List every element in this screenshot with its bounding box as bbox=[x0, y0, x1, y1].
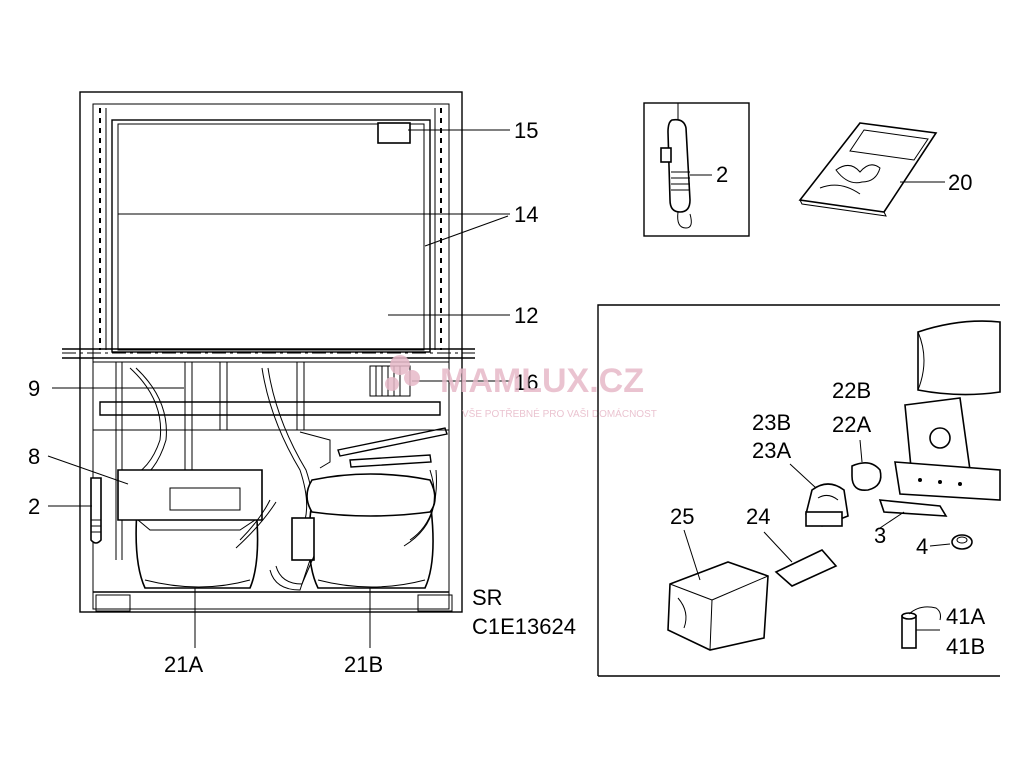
label-2-left: 2 bbox=[28, 494, 40, 519]
label-23b: 23B bbox=[752, 410, 791, 435]
inset-thermostat bbox=[643, 102, 750, 237]
label-8: 8 bbox=[28, 444, 40, 469]
watermark-brand: MAMLUX.CZ bbox=[440, 362, 644, 400]
label-2-inset: 2 bbox=[716, 162, 728, 187]
label-3: 3 bbox=[874, 523, 886, 548]
label-22b: 22B bbox=[832, 378, 871, 403]
compressor-21b bbox=[306, 469, 437, 589]
sr-label: SR bbox=[472, 585, 503, 610]
label-9: 9 bbox=[28, 376, 40, 401]
leader-lines-left bbox=[47, 129, 510, 648]
cabinet-drawing bbox=[62, 91, 475, 613]
detail-panel bbox=[597, 304, 1001, 677]
label-16: 16 bbox=[514, 370, 538, 395]
label-24: 24 bbox=[746, 504, 770, 529]
label-41a: 41A bbox=[946, 604, 985, 629]
label-15: 15 bbox=[514, 118, 538, 143]
label-20: 20 bbox=[948, 170, 972, 195]
watermark-logo: MAMLUX.CZ VŠE POTŘEBNÉ PRO VAŠI DOMÁCNOS… bbox=[385, 355, 657, 420]
watermark-tagline: VŠE POTŘEBNÉ PRO VAŠI DOMÁCNOST bbox=[462, 407, 657, 420]
label-4: 4 bbox=[916, 534, 928, 559]
manual-booklet bbox=[798, 122, 945, 217]
drawing-code: C1E13624 bbox=[472, 614, 576, 639]
label-41b: 41B bbox=[946, 634, 985, 659]
label-21a: 21A bbox=[164, 652, 203, 677]
label-23a: 23A bbox=[752, 438, 791, 463]
label-12: 12 bbox=[514, 303, 538, 328]
compressor-21a bbox=[117, 469, 277, 589]
label-22a: 22A bbox=[832, 412, 871, 437]
label-25: 25 bbox=[670, 504, 694, 529]
label-14: 14 bbox=[514, 202, 538, 227]
label-21b: 21B bbox=[344, 652, 383, 677]
